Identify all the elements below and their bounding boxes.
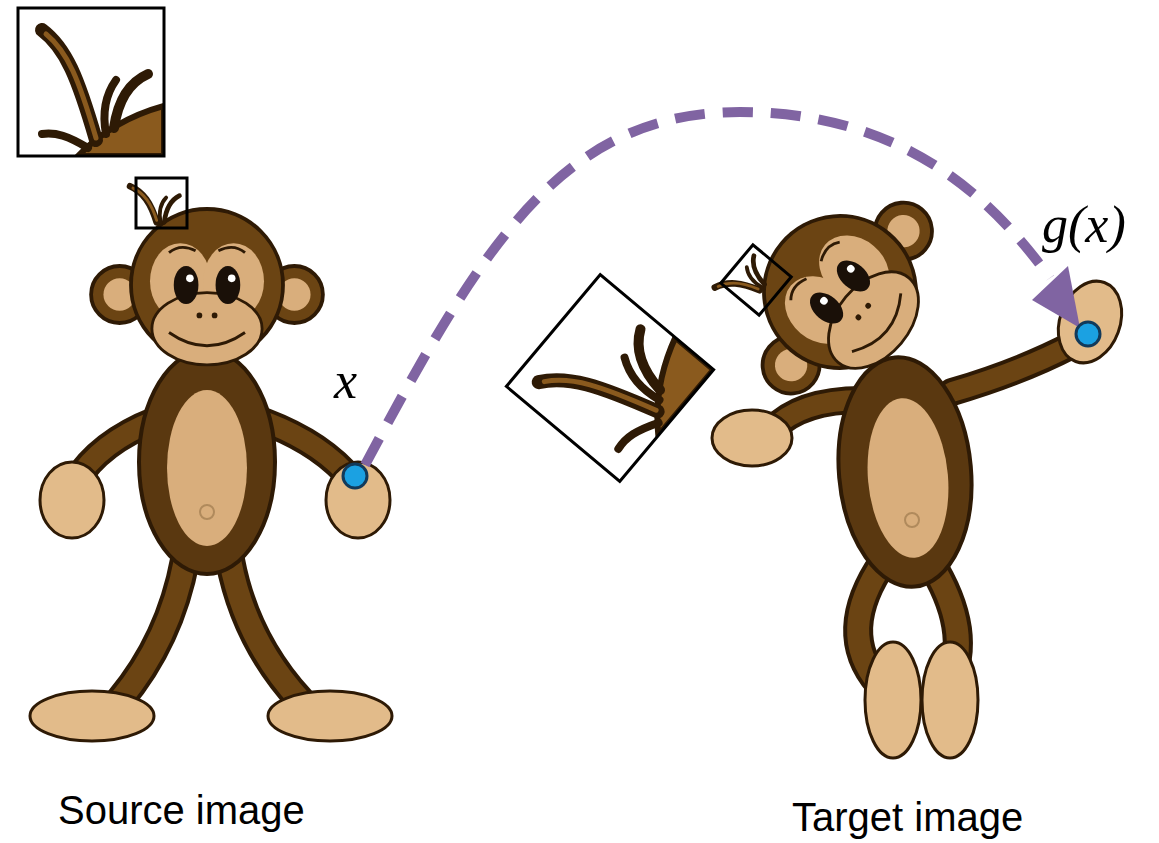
target-monkey	[690, 140, 1133, 758]
zoom-box	[506, 275, 713, 482]
caption-label: Target image	[792, 795, 1023, 839]
caption-label: Source image	[58, 788, 305, 832]
mapping-arrow	[365, 112, 1050, 465]
source-monkey	[30, 186, 392, 741]
arrowhead	[1032, 266, 1080, 328]
tuft-box	[721, 245, 791, 315]
tuft-box	[136, 178, 187, 228]
point-label: g(x)	[1042, 196, 1126, 253]
point-label: x	[334, 352, 357, 409]
point-dot	[343, 464, 367, 488]
zoom-box	[18, 8, 164, 156]
point-dot	[1076, 322, 1100, 346]
